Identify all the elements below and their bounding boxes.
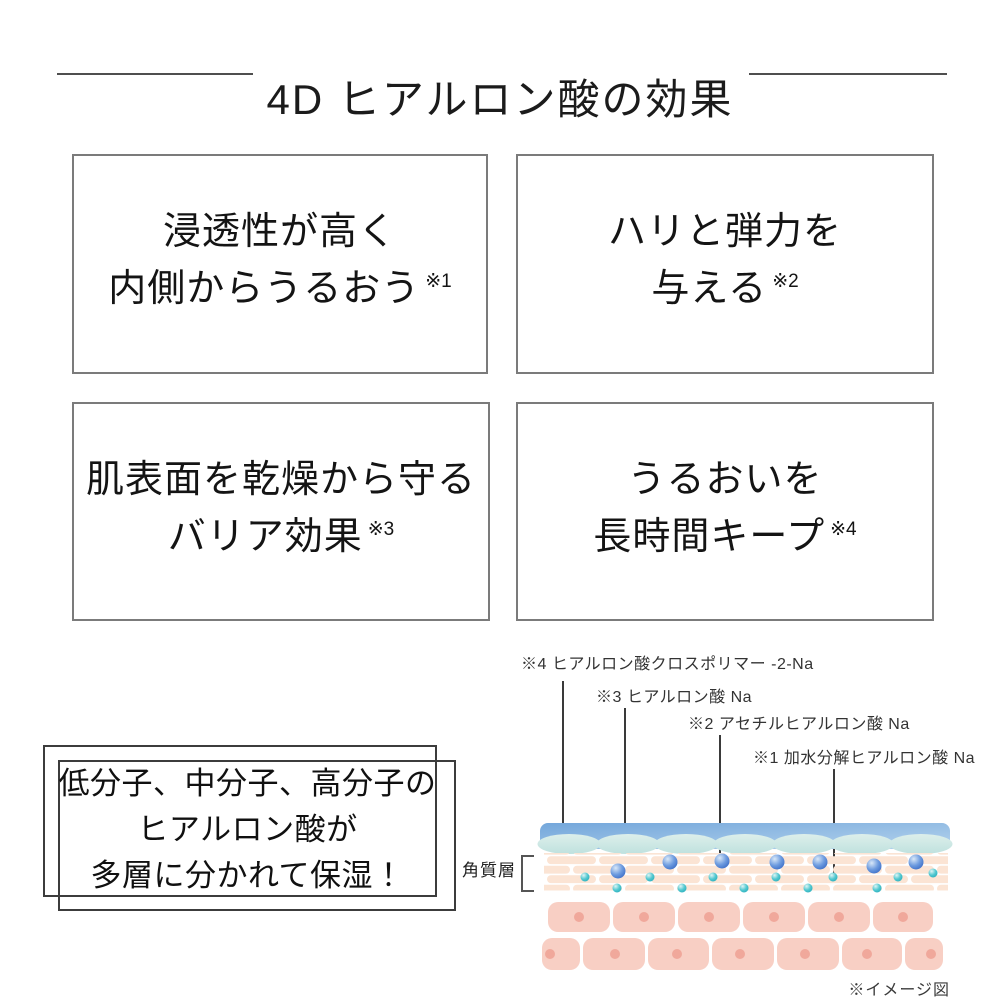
benefit-text-line2: 内側からうるおう※1: [108, 261, 452, 324]
benefit-box-moisture-keep: うるおいを 長時間キープ※4: [516, 402, 934, 621]
ha-sphere: [866, 858, 882, 874]
cell-nucleus: [545, 949, 555, 959]
cell-nucleus: [800, 949, 810, 959]
highlight-box-text: 低分子、中分子、高分子の ヒアルロン酸が 多層に分かれて保湿！: [45, 761, 450, 899]
lens-shape: [772, 834, 836, 854]
callout-label-hydrolyzed: ※1 加水分解ヒアルロン酸 Na: [753, 750, 976, 767]
benefit-text-line2: バリア効果※3: [168, 509, 395, 572]
lens-shape: [654, 834, 718, 854]
leader-line-hyaluronate: [624, 708, 626, 845]
cell-nucleus: [639, 912, 649, 922]
cell-nucleus: [898, 912, 908, 922]
benefit-text-line1: ハリと弾力を: [607, 211, 842, 253]
image-disclaimer-note: ※イメージ図: [848, 982, 950, 999]
highlight-box-front-frame: [58, 760, 456, 911]
cell-nucleus: [574, 912, 584, 922]
benefit-text-line1: うるおいを: [627, 458, 823, 501]
lens-shape: [889, 834, 953, 854]
skin-diagram: [537, 823, 953, 970]
callout-label-acetyl: ※2 アセチルヒアルロン酸 Na: [688, 716, 910, 733]
ha-sphere: [812, 854, 828, 870]
benefit-box-penetration: 浸透性が高く 内側からうるおう※1: [72, 154, 488, 374]
ha-sphere: [769, 854, 785, 870]
callout-label-crosspolymer: ※4 ヒアルロン酸クロスポリマー -2-Na: [521, 656, 814, 673]
ha-sphere: [908, 854, 924, 870]
ha-sphere: [662, 854, 678, 870]
cell-nucleus: [862, 949, 872, 959]
lens-shape: [537, 834, 601, 854]
title-rule-left: [57, 73, 253, 75]
ha-dot: [803, 883, 813, 893]
benefit-text-line2: 与える※2: [651, 261, 798, 324]
stratum-corneum-label: 角質層: [462, 861, 516, 880]
title-rule-right: [749, 73, 947, 75]
note-marker: ※4: [830, 518, 857, 540]
cell-nucleus: [735, 949, 745, 959]
highlight-line2: ヒアルロン酸が: [137, 812, 358, 847]
stratum-corneum-bracket: [521, 855, 534, 892]
ha-sphere: [610, 863, 626, 879]
ha-dot: [708, 872, 718, 882]
ha-dot: [645, 872, 655, 882]
ha-dot: [828, 872, 838, 882]
ha-dot: [739, 883, 749, 893]
benefit-text: バリア効果: [167, 515, 363, 558]
ha-dot: [771, 872, 781, 882]
lens-shape: [596, 834, 660, 854]
benefit-text: 与える: [651, 268, 768, 310]
benefit-text: 内側からうるおう: [108, 268, 421, 310]
cell-nucleus: [672, 949, 682, 959]
highlight-line3: 多層に分かれて保湿！: [90, 858, 405, 893]
acetyl-ha-spheres: [610, 853, 924, 879]
cell-nucleus: [769, 912, 779, 922]
benefit-text-line1: 肌表面を乾燥から守る: [85, 458, 476, 501]
highlight-line1: 低分子、中分子、高分子の: [58, 766, 437, 801]
note-marker: ※3: [367, 518, 395, 540]
lens-shape: [830, 834, 894, 854]
note-marker: ※2: [772, 271, 799, 292]
hydrolyzed-ha-dots: [580, 868, 938, 893]
cell-nucleus: [926, 949, 936, 959]
ha-dot: [872, 883, 882, 893]
cell-nuclei-row2: [545, 949, 936, 959]
cell-nucleus: [834, 912, 844, 922]
benefit-box-barrier: 肌表面を乾燥から守る バリア効果※3: [72, 402, 490, 621]
hyaluronic-lens-layer: [537, 834, 953, 854]
lens-shape: [713, 834, 777, 854]
ha-dot: [580, 872, 590, 882]
callout-label-hyaluronate: ※3 ヒアルロン酸 Na: [596, 689, 753, 706]
highlight-box-back-frame: [43, 745, 437, 897]
benefit-text-line1: 浸透性が高く: [162, 211, 397, 253]
benefit-text: 長時間キープ: [593, 515, 826, 558]
note-marker: ※1: [425, 271, 452, 292]
skin-cells-row1: [548, 902, 933, 932]
skin-cell: [905, 938, 943, 970]
ha-dot: [928, 868, 938, 878]
cell-nucleus: [610, 949, 620, 959]
ha-dot: [677, 883, 687, 893]
ha-sphere: [714, 853, 730, 869]
leader-line-acetyl: [719, 735, 721, 861]
leader-line-crosspolymer: [562, 681, 564, 828]
benefit-box-elasticity: ハリと弾力を 与える※2: [516, 154, 934, 374]
ha-dot: [893, 872, 903, 882]
benefit-text-line2: 長時間キープ※4: [593, 509, 856, 572]
page-title: 4D ヒアルロン酸の効果: [266, 76, 734, 124]
cell-nucleus: [704, 912, 714, 922]
skin-cell: [542, 938, 580, 970]
cell-nuclei-row1: [574, 912, 908, 922]
ha-dot: [612, 883, 622, 893]
